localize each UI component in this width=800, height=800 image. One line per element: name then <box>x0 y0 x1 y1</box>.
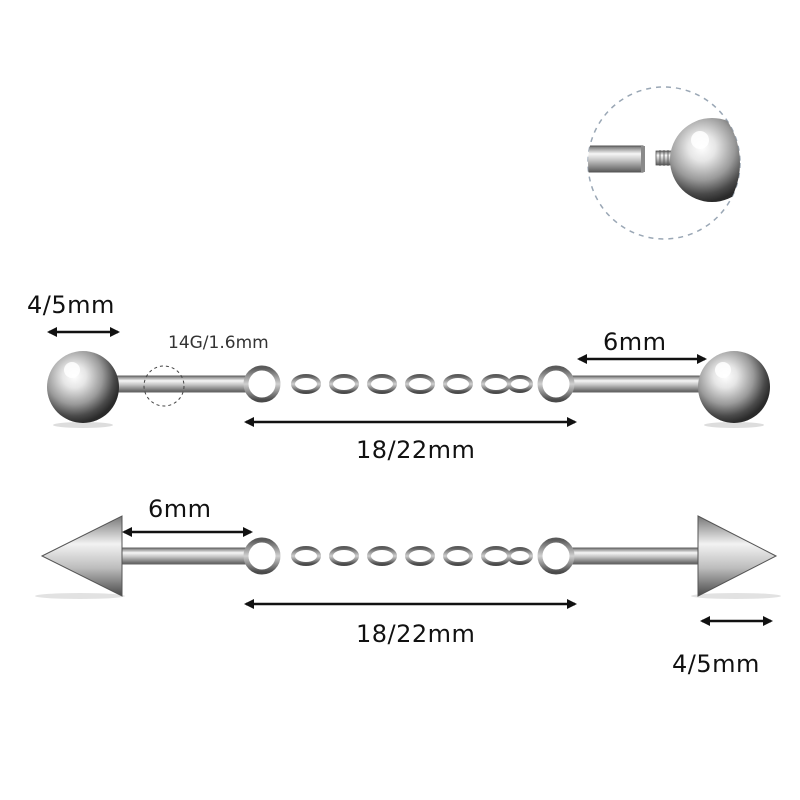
ball-barbell <box>47 351 770 428</box>
gauge-label: 14G/1.6mm <box>168 333 269 353</box>
right-spike <box>697 515 778 597</box>
bottom-left-length-label: 6mm <box>148 495 212 523</box>
top-chain-length-label: 18/22mm <box>356 436 476 464</box>
top-dimensions <box>47 327 707 427</box>
bottom-dimensions <box>122 527 773 626</box>
left-bar <box>109 375 249 393</box>
right-bar <box>571 547 703 565</box>
threaded-ball-detail-icon <box>587 86 741 240</box>
left-ball <box>47 351 119 423</box>
left-bar <box>117 547 249 565</box>
spike-barbell <box>35 515 781 599</box>
bottom-spike-size-label: 4/5mm <box>672 650 760 678</box>
right-ball <box>698 351 770 423</box>
chain <box>280 546 540 566</box>
chain <box>280 374 540 394</box>
left-spike <box>40 515 123 597</box>
right-bar <box>571 375 711 393</box>
top-right-length-label: 6mm <box>603 328 667 356</box>
top-ball-size-label: 4/5mm <box>27 291 115 319</box>
gauge-marker <box>143 365 185 407</box>
bottom-chain-length-label: 18/22mm <box>356 620 476 648</box>
